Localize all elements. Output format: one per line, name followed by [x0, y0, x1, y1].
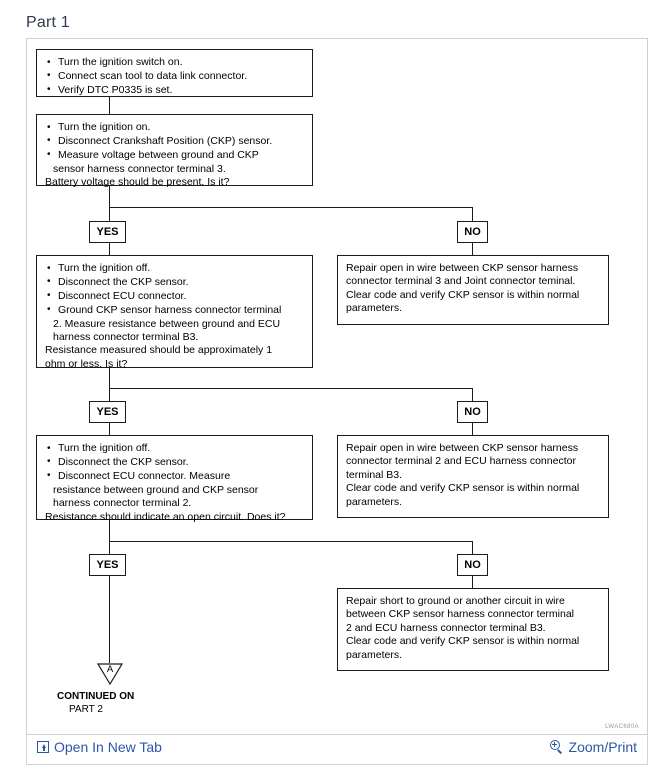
branch2-yes-chip: YES: [89, 401, 126, 423]
open-in-new-tab-icon: [37, 741, 49, 753]
connector-no2-result2: [472, 423, 473, 435]
triangle-down-icon: [96, 663, 124, 686]
result3-line-1: Repair short to ground or another circui…: [346, 595, 565, 607]
result3-line-3: 2 and ECU harness connector terminal B3.: [346, 621, 546, 634]
zoom-print-label: Zoom/Print: [568, 739, 637, 755]
flow-node-result1: Repair open in wire between CKP sensor h…: [337, 255, 609, 325]
branch-bracket-2: [109, 388, 473, 389]
connector-branch3-no: [472, 541, 473, 556]
branch-bracket-3: [109, 541, 473, 542]
flow-node-step4: Turn the ignition off. Disconnect the CK…: [36, 435, 313, 523]
page-title: Part 1: [26, 14, 70, 31]
step1-bullet-2: Connect scan tool to data link connector…: [47, 69, 305, 83]
result1-line-2: connector terminal 3 and Joint connector…: [346, 275, 576, 288]
branch-bracket-1: [109, 207, 473, 208]
connector-step2-branch: [109, 186, 110, 207]
continue-marker-label: A: [106, 664, 114, 675]
step4-continued-line-2: harness connector terminal 2.: [53, 497, 192, 510]
result2-line-1: Repair open in wire between CKP sensor h…: [346, 442, 579, 454]
result3-line-5: parameters.: [346, 648, 403, 661]
flow-node-step1: Turn the ignition switch on. Connect sca…: [36, 49, 313, 97]
diagram-panel: Turn the ignition switch on. Connect sca…: [26, 38, 648, 735]
flow-node-result2: Repair open in wire between CKP sensor h…: [337, 435, 609, 518]
result2-line-4: Clear code and verify CKP sensor is with…: [346, 482, 580, 495]
branch3-yes-chip: YES: [89, 554, 126, 576]
figure-code-watermark: LWAC680A: [605, 724, 639, 730]
connector-no3-result3: [472, 576, 473, 588]
zoom-print-button[interactable]: Zoom/Print: [549, 739, 637, 755]
result2-line-5: parameters.: [346, 495, 403, 508]
branch2-no-chip: NO: [457, 401, 488, 423]
step2-continued-line: sensor harness connector terminal 3.: [53, 162, 226, 175]
branch3-no-chip: NO: [457, 554, 488, 576]
step4-question: Resistance should indicate an open circu…: [45, 510, 286, 523]
connector-branch1-yes: [109, 207, 110, 223]
step3-bullet-3: Disconnect ECU connector.: [47, 289, 305, 303]
continued-line-1: CONTINUED ON: [57, 691, 135, 702]
continued-on-text: CONTINUED ON PART 2: [57, 691, 134, 716]
connector-branch1-no: [472, 207, 473, 223]
connector-step1-step2: [109, 97, 110, 114]
connector-yes3-continue: [109, 576, 110, 663]
result3-line-4: Clear code and verify CKP sensor is with…: [346, 635, 580, 648]
flow-node-step2: Turn the ignition on. Disconnect Cranksh…: [36, 114, 313, 189]
step1-bullet-1: Turn the ignition switch on.: [47, 55, 305, 69]
step3-question-line-1: Resistance measured should be approximat…: [45, 344, 273, 357]
connector-step4-branch: [109, 520, 110, 541]
result2-line-3: terminal B3.: [346, 468, 403, 481]
continued-line-2: PART 2: [69, 703, 103, 715]
step3-question-line-2: ohm or less. Is it?: [45, 357, 128, 370]
step4-bullet-2: Disconnect the CKP sensor.: [47, 455, 305, 469]
step3-bullet-4: Ground CKP sensor harness connector term…: [47, 303, 305, 317]
flow-node-step3: Turn the ignition off. Disconnect the CK…: [36, 255, 313, 370]
branch1-yes-chip: YES: [89, 221, 126, 243]
step3-continued-line-2: harness connector terminal B3.: [53, 331, 199, 344]
step3-bullet-2: Disconnect the CKP sensor.: [47, 275, 305, 289]
step4-continued-line-1: resistance between ground and CKP sensor: [53, 483, 259, 496]
step2-bullet-3: Measure voltage between ground and CKP: [47, 148, 305, 162]
flow-node-result3: Repair short to ground or another circui…: [337, 588, 609, 671]
connector-yes1-step3: [109, 243, 110, 255]
step2-question: Battery voltage should be present. Is it…: [45, 176, 230, 189]
step4-bullet-3: Disconnect ECU connector. Measure: [47, 469, 305, 483]
step3-bullet-1: Turn the ignition off.: [47, 261, 305, 275]
connector-branch2-no: [472, 388, 473, 403]
step2-bullet-2: Disconnect Crankshaft Position (CKP) sen…: [47, 134, 305, 148]
flowchart-canvas: Turn the ignition switch on. Connect sca…: [27, 39, 647, 734]
connector-step3-branch: [109, 368, 110, 388]
result1-line-4: parameters.: [346, 302, 403, 315]
connector-branch2-yes: [109, 388, 110, 403]
continue-triangle-marker: A: [96, 663, 124, 686]
step3-continued-line-1: 2. Measure resistance between ground and…: [53, 317, 281, 330]
open-in-new-tab-button[interactable]: Open In New Tab: [37, 739, 162, 755]
step1-bullet-3: Verify DTC P0335 is set.: [47, 83, 305, 97]
connector-no1-result1: [472, 243, 473, 255]
step2-bullet-1: Turn the ignition on.: [47, 120, 305, 134]
magnifier-plus-icon: [549, 740, 564, 754]
result3-line-2: between CKP sensor harness connector ter…: [346, 608, 575, 621]
branch1-no-chip: NO: [457, 221, 488, 243]
result2-line-2: connector terminal 2 and ECU harness con…: [346, 455, 576, 468]
connector-branch3-yes: [109, 541, 110, 556]
result1-line-1: Repair open in wire between CKP sensor h…: [346, 262, 579, 274]
open-in-new-tab-label: Open In New Tab: [54, 739, 162, 755]
connector-yes2-step4: [109, 423, 110, 435]
image-toolbar: Open In New Tab Zoom/Print: [26, 735, 648, 765]
result1-line-3: Clear code and verify CKP sensor is with…: [346, 288, 580, 301]
step4-bullet-1: Turn the ignition off.: [47, 441, 305, 455]
